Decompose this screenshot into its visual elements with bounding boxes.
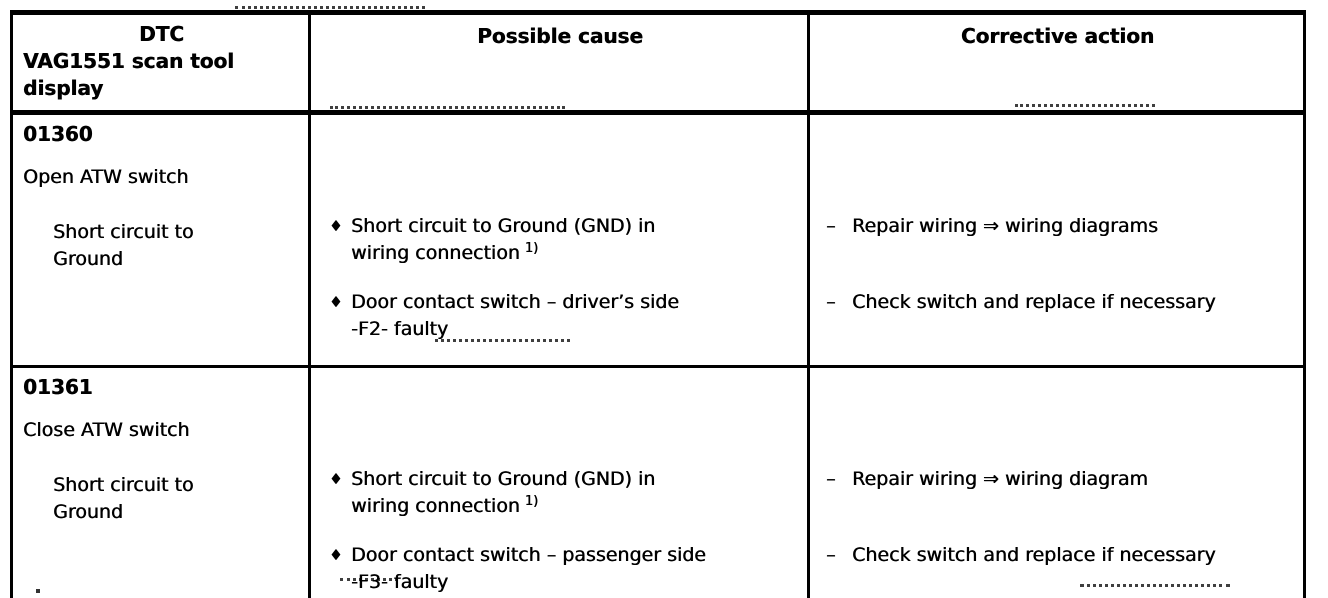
scan-artifact	[340, 578, 398, 581]
dtc-cell: 01361 Close ATW switch Short circuit to …	[13, 368, 308, 598]
action-item: – Repair wiring ⇒ wiring diagrams	[826, 213, 1295, 289]
header-dtc-subtitle-line1: VAG1551 scan tool	[23, 49, 234, 73]
action-text: Repair wiring ⇒ wiring diagrams	[852, 215, 1158, 237]
dtc-cell: 01360 Open ATW switch Short circuit to G…	[13, 115, 308, 365]
corrective-action-cell: – Repair wiring ⇒ wiring diagram – Check…	[807, 368, 1303, 598]
action-item: – Repair wiring ⇒ wiring diagram	[826, 466, 1295, 542]
dtc-condition-line2: Ground	[53, 248, 123, 270]
diamond-bullet-icon: ♦	[329, 217, 343, 235]
cause-item: ♦ Door contact switch – driver’s side -F…	[329, 289, 795, 365]
scan-artifact	[435, 339, 570, 342]
cause-text: Door contact switch – driver’s side -F2-…	[351, 289, 679, 343]
dtc-name: Close ATW switch	[23, 419, 190, 441]
action-item: – Check switch and replace if necessary	[826, 542, 1295, 598]
footnote-ref: 1)	[524, 240, 539, 256]
action-text: Repair wiring ⇒ wiring diagram	[852, 468, 1148, 490]
scan-artifact	[1015, 104, 1155, 107]
table-row-01361: 01361 Close ATW switch Short circuit to …	[13, 368, 1303, 598]
action-text: Check switch and replace if necessary	[852, 291, 1216, 313]
scan-artifact	[330, 106, 565, 109]
corrective-action-cell: – Repair wiring ⇒ wiring diagrams – Chec…	[807, 115, 1303, 365]
header-dtc-subtitle-line2: display	[23, 76, 104, 100]
dtc-condition-line1: Short circuit to	[53, 221, 194, 243]
cause-line1: Door contact switch – passenger side	[351, 544, 706, 566]
cause-line2: -F2- faulty	[351, 318, 449, 340]
cause-item: ♦ Short circuit to Ground (GND) in wirin…	[329, 466, 795, 542]
footnote-ref: 1)	[524, 493, 539, 509]
cause-text: Short circuit to Ground (GND) in wiring …	[351, 213, 655, 267]
dtc-condition-line1: Short circuit to	[53, 474, 194, 496]
dtc-condition: Short circuit to Ground	[53, 472, 300, 526]
scan-artifact	[235, 6, 425, 9]
header-cell-dtc: DTC VAG1551 scan tool display	[13, 15, 308, 110]
diamond-bullet-icon: ♦	[329, 293, 343, 311]
cause-line2: -F3- faulty	[351, 571, 449, 593]
cause-line1: Door contact switch – driver’s side	[351, 291, 679, 313]
dtc-code: 01360	[23, 122, 93, 146]
dash-marker: –	[826, 215, 836, 237]
cause-text: Short circuit to Ground (GND) in wiring …	[351, 466, 655, 520]
cause-item: ♦ Door contact switch – passenger side -…	[329, 542, 795, 598]
cause-line1: Short circuit to Ground (GND) in	[351, 215, 656, 237]
dash-marker: –	[826, 468, 836, 490]
dtc-condition: Short circuit to Ground	[53, 219, 300, 273]
action-item: – Check switch and replace if necessary	[826, 289, 1295, 365]
cause-item: ♦ Short circuit to Ground (GND) in wirin…	[329, 213, 795, 289]
dtc-condition-line2: Ground	[53, 501, 123, 523]
cause-text: Door contact switch – passenger side -F3…	[351, 542, 706, 596]
dash-marker: –	[826, 291, 836, 313]
dash-marker: –	[826, 544, 836, 566]
table-header-row: DTC VAG1551 scan tool display Possible c…	[13, 15, 1303, 115]
header-cell-possible-cause: Possible cause	[308, 15, 807, 110]
header-cell-corrective-action: Corrective action	[807, 15, 1303, 110]
cause-line1: Short circuit to Ground (GND) in	[351, 468, 656, 490]
action-text: Check switch and replace if necessary	[852, 544, 1216, 566]
dtc-code: 01361	[23, 375, 93, 399]
diamond-bullet-icon: ♦	[329, 546, 343, 564]
possible-cause-cell: ♦ Short circuit to Ground (GND) in wirin…	[308, 115, 807, 365]
table-row-01360: 01360 Open ATW switch Short circuit to G…	[13, 115, 1303, 368]
diamond-bullet-icon: ♦	[329, 470, 343, 488]
scan-speck	[36, 589, 40, 593]
dtc-table: DTC VAG1551 scan tool display Possible c…	[10, 10, 1306, 598]
dtc-name: Open ATW switch	[23, 166, 189, 188]
header-dtc-title: DTC	[139, 22, 184, 46]
possible-cause-cell: ♦ Short circuit to Ground (GND) in wirin…	[308, 368, 807, 598]
scan-artifact	[1080, 584, 1230, 587]
